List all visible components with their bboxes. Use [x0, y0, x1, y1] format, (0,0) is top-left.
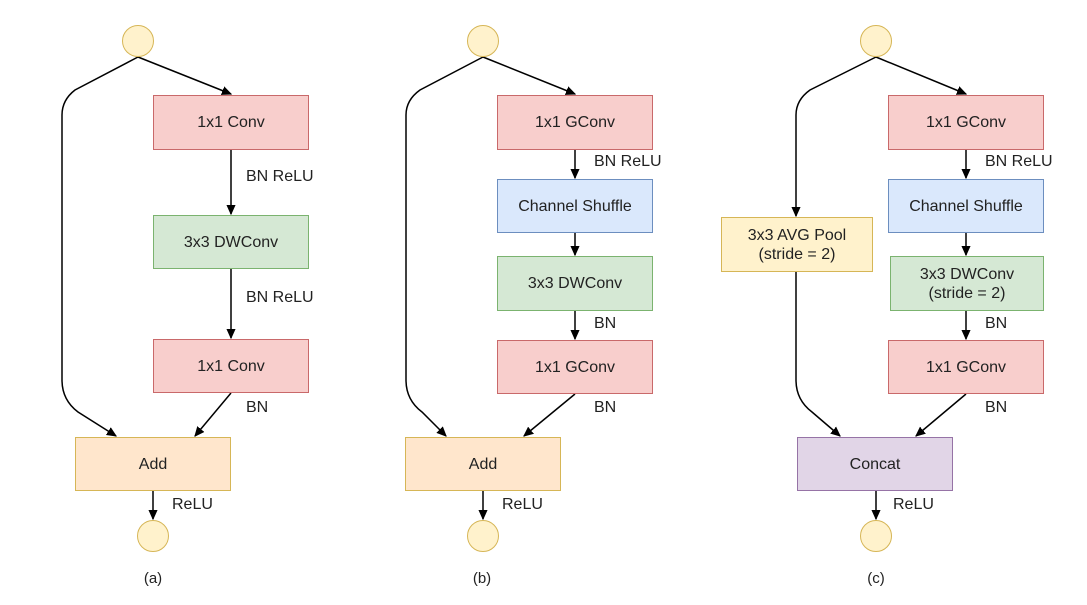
b-edge-input-to-gconv1	[482, 56, 575, 94]
c-pool-box: 3x3 AVG Pool (stride = 2)	[721, 217, 873, 272]
c-edge-pool-to-concat	[795, 272, 840, 436]
c-input-node	[860, 25, 892, 57]
a-label-relu: ReLU	[172, 496, 213, 513]
a-label-bn: BN	[246, 399, 269, 416]
c-gconv2-box: 1x1 GConv	[888, 340, 1044, 394]
b-shuffle-box: Channel Shuffle	[497, 179, 653, 233]
c-dwconv-box: 3x3 DWConv (stride = 2)	[890, 256, 1044, 311]
a-edge-shortcut	[61, 56, 139, 436]
a-conv1-box: 1x1 Conv	[153, 95, 309, 150]
b-caption: (b)	[472, 570, 492, 587]
a-label-bn-relu-2: BN ReLU	[246, 289, 314, 306]
b-input-node	[467, 25, 499, 57]
c-edge-input-to-gconv1	[875, 56, 966, 94]
b-output-node	[467, 520, 499, 552]
a-add-box: Add	[75, 437, 231, 491]
a-label-bn-relu-1: BN ReLU	[246, 168, 314, 185]
a-dwconv-box: 3x3 DWConv	[153, 215, 309, 269]
c-label-bn-relu: BN ReLU	[985, 153, 1053, 170]
b-label-bn-relu: BN ReLU	[594, 153, 662, 170]
a-input-node	[122, 25, 154, 57]
b-dwconv-box: 3x3 DWConv	[497, 256, 653, 311]
c-concat-box: Concat	[797, 437, 953, 491]
a-edge-conv2-to-add	[195, 392, 232, 436]
c-gconv1-box: 1x1 GConv	[888, 95, 1044, 150]
a-conv2-box: 1x1 Conv	[153, 339, 309, 393]
b-edge-shortcut	[405, 56, 484, 436]
b-edge-gconv2-to-add	[524, 393, 576, 436]
a-caption: (a)	[143, 570, 163, 587]
a-edge-input-to-conv1	[137, 56, 231, 94]
c-edge-gconv2-to-concat	[916, 393, 967, 436]
c-label-bn-1: BN	[985, 315, 1008, 332]
b-gconv2-box: 1x1 GConv	[497, 340, 653, 394]
c-output-node	[860, 520, 892, 552]
c-edge-input-to-pool	[796, 56, 877, 216]
b-label-bn-2: BN	[594, 399, 617, 416]
b-add-box: Add	[405, 437, 561, 491]
b-label-relu: ReLU	[502, 496, 543, 513]
c-label-bn-2: BN	[985, 399, 1008, 416]
b-label-bn-1: BN	[594, 315, 617, 332]
c-shuffle-box: Channel Shuffle	[888, 179, 1044, 233]
c-label-relu: ReLU	[893, 496, 934, 513]
b-gconv1-box: 1x1 GConv	[497, 95, 653, 150]
c-caption: (c)	[867, 570, 885, 587]
a-output-node	[137, 520, 169, 552]
